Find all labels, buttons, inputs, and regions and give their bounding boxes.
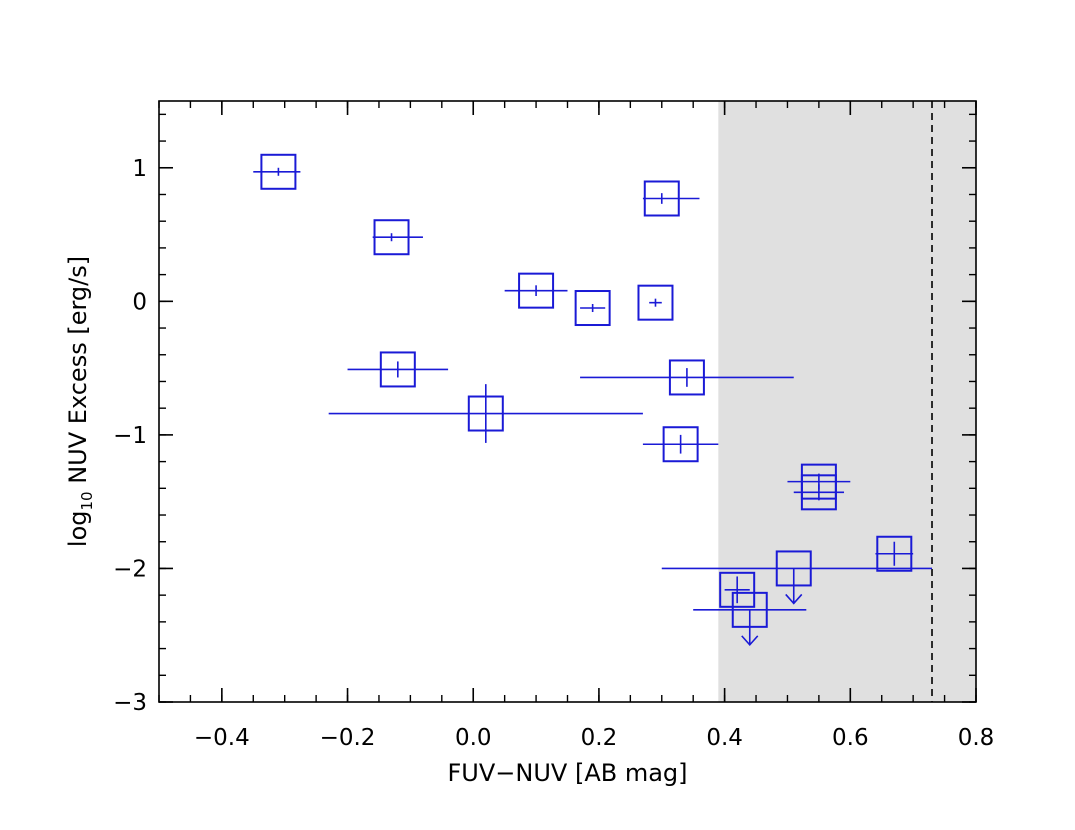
data-point [574,290,611,327]
y-tick-label: −2 [113,556,147,582]
square-marker [518,272,555,309]
data-point [347,351,449,388]
square-marker [800,474,837,511]
x-tick-label: −0.2 [320,725,376,751]
axis-ticks [158,101,977,703]
x-tick-label: 0.0 [455,725,492,751]
x-tick-label: 0.8 [958,725,995,751]
square-marker [379,351,416,388]
y-axis-title-prefix: log [64,511,92,548]
data-point [504,272,568,309]
data-point [875,535,914,572]
square-marker [662,426,699,463]
x-axis-title: FUV−NUV [AB mag] [447,759,687,787]
data-point [580,359,794,396]
upper-limit-arrow-head [741,635,759,647]
x-tick-label: 0.6 [832,725,869,751]
x-tick-label: −0.4 [194,725,250,751]
square-marker [719,571,756,608]
square-marker [643,180,680,217]
data-point [793,474,845,511]
x-tick-label: 0.4 [706,725,743,751]
shaded-region [718,101,976,702]
square-marker [467,395,504,432]
y-axis-title: log10 NUV Excess [erg/s] [64,256,96,547]
x-tick-label: 0.2 [581,725,618,751]
square-marker [876,535,913,572]
data-point [637,284,674,321]
data-point [661,550,933,605]
data-point [642,426,719,463]
data-point [719,571,756,608]
tick-labels: −0.4 −0.2 0.0 0.2 0.4 0.6 0.8 −3 −2 −1 0 1 [113,156,994,751]
y-tick-label: −3 [113,690,147,716]
data-point [328,384,643,443]
data-point [693,591,807,647]
data-point [372,219,423,256]
square-marker [373,219,410,256]
y-axis-title-subscript: 10 [78,491,96,510]
square-marker [574,290,611,327]
y-axis-title-suffix: NUV Excess [erg/s] [64,256,92,492]
upper-limit-arrow-head [785,593,803,605]
data-point [253,153,301,190]
y-tick-label: −1 [113,423,147,449]
data-point [642,180,700,217]
y-tick-label: 1 [132,156,147,182]
data-markers [253,153,933,647]
square-marker [260,153,297,190]
square-marker [668,359,705,396]
y-tick-label: 0 [132,289,147,315]
square-marker [637,284,674,321]
